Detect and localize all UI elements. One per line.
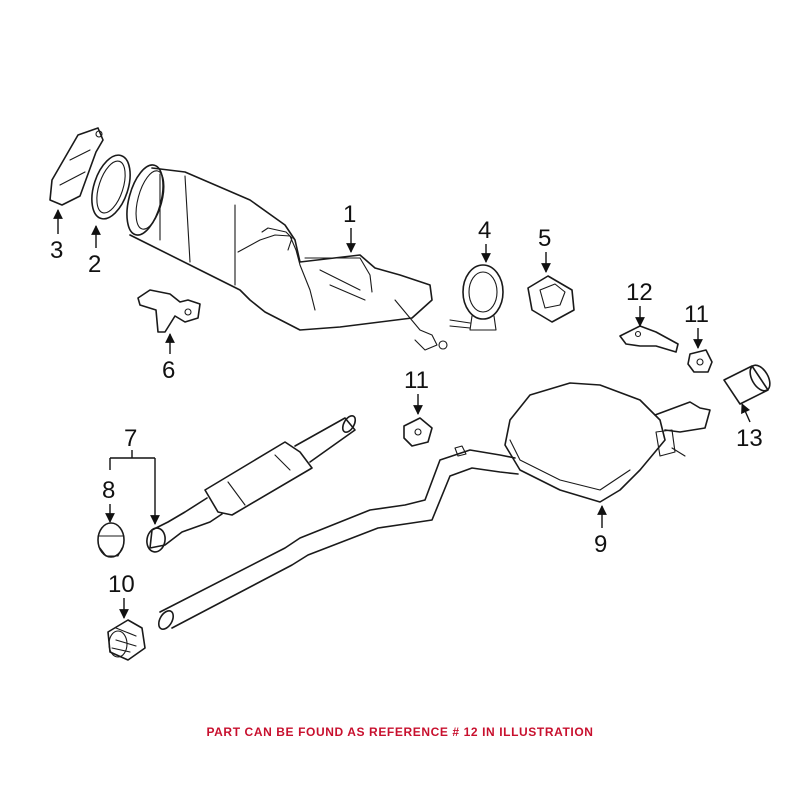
callout-13: 13 bbox=[736, 403, 763, 452]
part-12-hanger-bracket bbox=[619, 325, 679, 353]
part-5-rubber-hanger bbox=[527, 275, 575, 323]
callout-4: 4 bbox=[478, 217, 491, 263]
callout-10: 10 bbox=[108, 571, 135, 619]
part-6-bracket bbox=[137, 289, 201, 333]
callout-label: 11 bbox=[684, 301, 709, 328]
callout-7: 7 bbox=[109, 425, 160, 525]
callout-11-center: 11 bbox=[404, 367, 429, 415]
callout-2: 2 bbox=[88, 225, 101, 278]
callout-3: 3 bbox=[50, 209, 63, 264]
callout-9: 9 bbox=[594, 505, 607, 558]
part-7-middle-muffler bbox=[146, 415, 357, 553]
callout-label: 3 bbox=[50, 237, 63, 264]
part-11-mount-center bbox=[403, 417, 433, 447]
callout-6: 6 bbox=[162, 333, 175, 384]
callout-label: 2 bbox=[88, 251, 101, 278]
callout-label: 7 bbox=[124, 425, 137, 452]
reference-note: PART CAN BE FOUND AS REFERENCE # 12 IN I… bbox=[206, 725, 594, 739]
callout-label: 1 bbox=[343, 201, 356, 228]
part-3-heat-shield bbox=[49, 127, 104, 206]
callout-11-right: 11 bbox=[684, 301, 709, 349]
callout-label: 11 bbox=[404, 367, 429, 394]
callout-1: 1 bbox=[343, 201, 356, 253]
part-4-flange-gasket bbox=[449, 264, 504, 331]
part-11-mount-right bbox=[687, 349, 713, 373]
callout-8: 8 bbox=[102, 477, 115, 523]
callout-label: 6 bbox=[162, 357, 175, 384]
part-8-clamp bbox=[97, 522, 125, 558]
part-9-main-pipe bbox=[157, 445, 519, 630]
callout-label: 12 bbox=[626, 279, 653, 306]
callout-label: 4 bbox=[478, 217, 491, 244]
part-2-gasket-ring bbox=[91, 154, 131, 220]
part-10-band-clamp bbox=[107, 619, 146, 661]
callout-label: 13 bbox=[736, 425, 763, 452]
callout-label: 8 bbox=[102, 477, 115, 504]
callout-5: 5 bbox=[538, 225, 551, 273]
part-9-rear-muffler bbox=[504, 382, 711, 503]
callout-label: 5 bbox=[538, 225, 551, 252]
part-13-exhaust-tip bbox=[723, 364, 771, 405]
part-1-catalytic-converter bbox=[126, 164, 448, 351]
callout-12: 12 bbox=[626, 279, 653, 327]
callout-label: 9 bbox=[594, 531, 607, 558]
callout-label: 10 bbox=[108, 571, 135, 598]
